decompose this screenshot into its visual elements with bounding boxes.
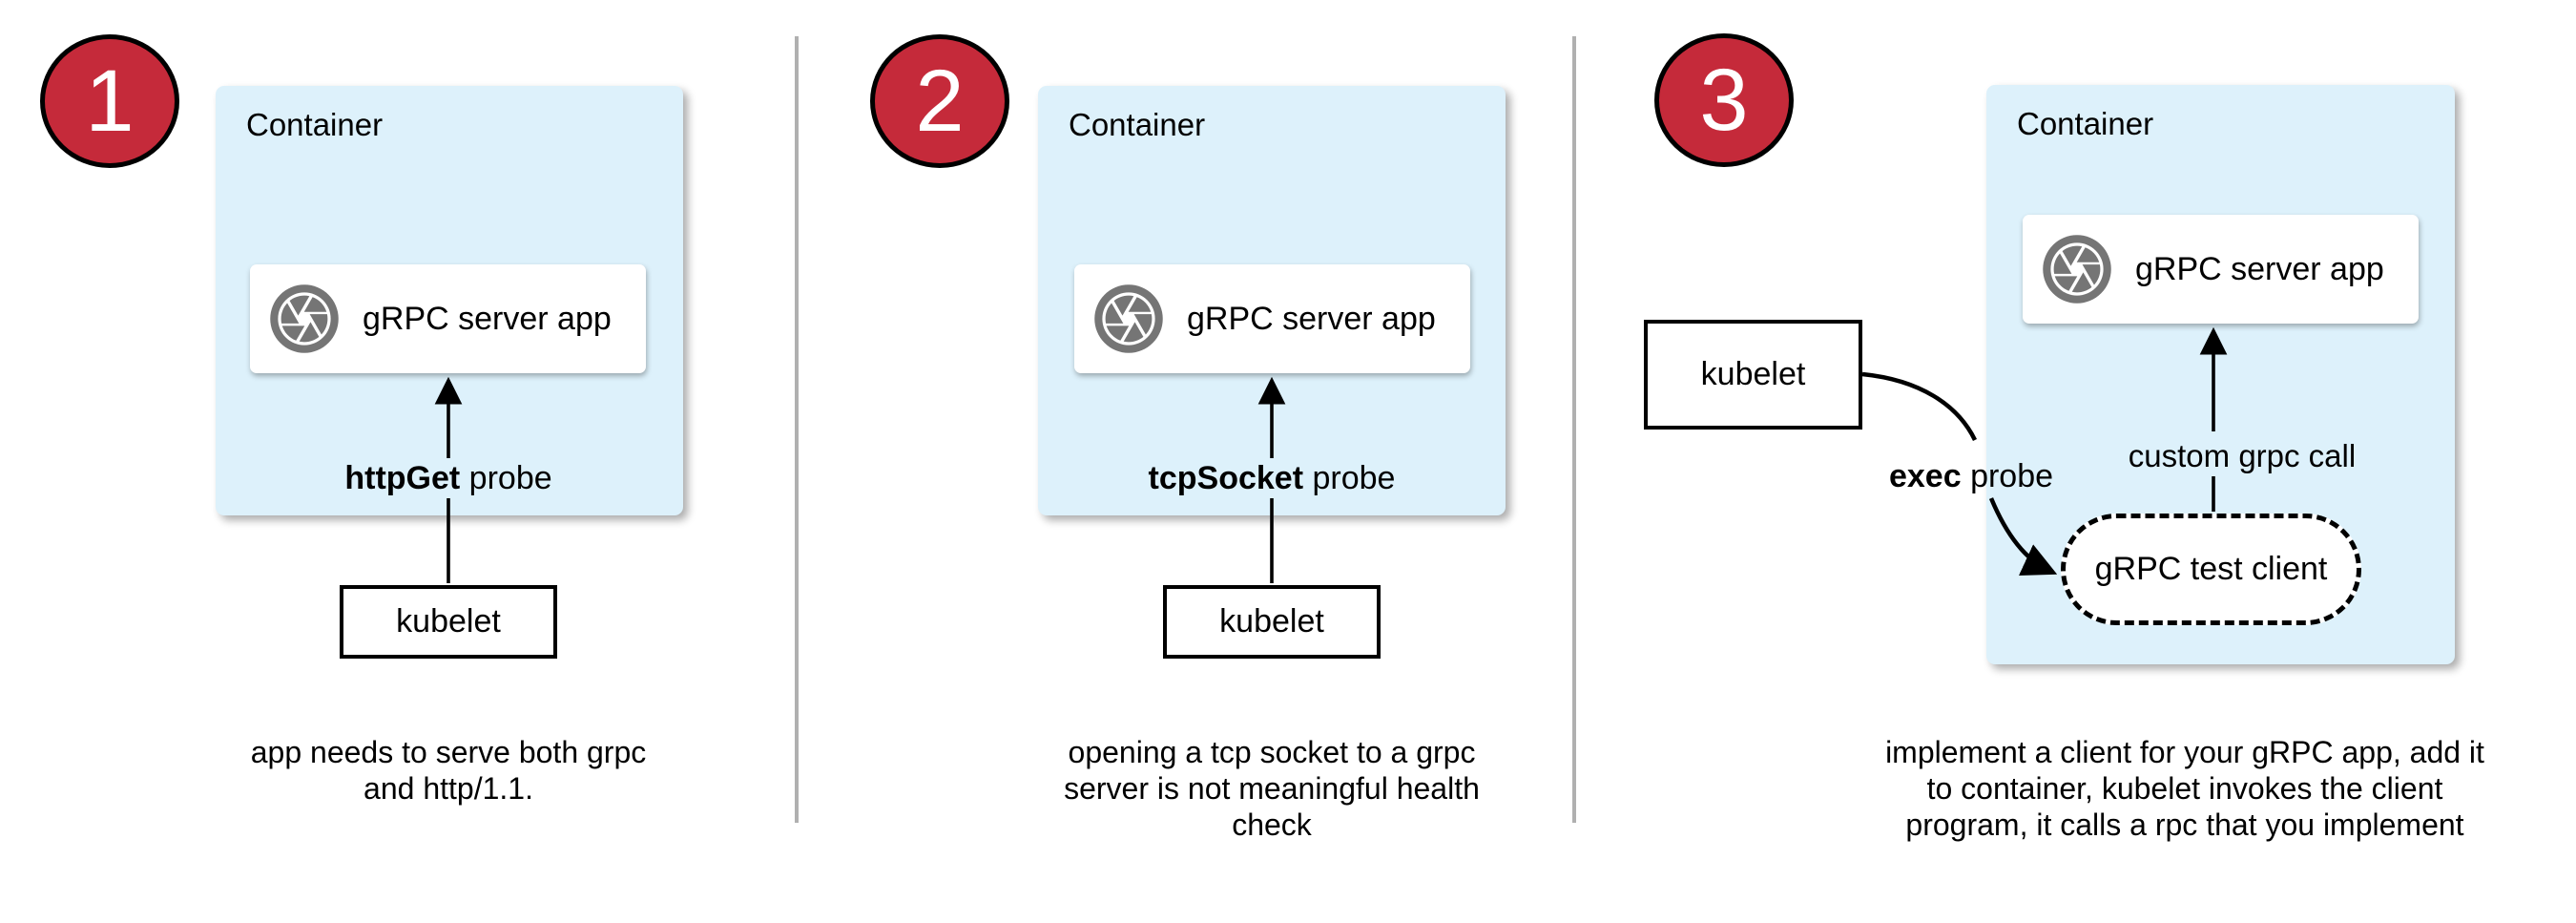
caption-line: and http/1.1.	[364, 771, 533, 806]
caption-3: implement a client for your gRPC app, ad…	[1885, 734, 2484, 843]
step-number: 3	[1699, 52, 1749, 149]
grpc-server-app-node-1: gRPC server app	[250, 264, 646, 373]
step-number: 1	[85, 52, 135, 150]
caption-line: check	[1232, 808, 1312, 842]
grpc-server-app-node-2: gRPC server app	[1074, 264, 1470, 373]
caption-line: opening a tcp socket to a grpc	[1068, 735, 1476, 769]
kubelet-box-1: kubelet	[340, 585, 557, 659]
caption-2: opening a tcp socket to a grpc server is…	[1064, 734, 1480, 843]
caption-line: implement a client for your gRPC app, ad…	[1885, 735, 2484, 769]
probe-kind: httpGet	[344, 460, 461, 496]
tcpsocket-probe-label: tcpSocket probe	[1149, 460, 1396, 497]
caption-line: app needs to serve both grpc	[250, 735, 647, 769]
step-badge-2: 2	[870, 34, 1009, 168]
grpc-aperture-icon	[2043, 235, 2111, 304]
grpc-aperture-icon	[270, 284, 339, 353]
caption-line: to container, kubelet invokes the client	[1926, 771, 2443, 806]
httpget-probe-label: httpGet probe	[344, 460, 551, 497]
caption-line: server is not meaningful health	[1064, 771, 1480, 806]
probe-word: probe	[1303, 460, 1396, 496]
step-badge-1: 1	[40, 34, 179, 168]
panel-divider-2	[1572, 36, 1576, 823]
exec-probe-label: exec probe	[1889, 458, 2053, 495]
caption-line: program, it calls a rpc that you impleme…	[1905, 808, 2464, 842]
container-label-1: Container	[246, 107, 384, 142]
grpc-test-client-node: gRPC test client	[2061, 514, 2361, 625]
probe-kind: tcpSocket	[1148, 460, 1304, 496]
caption-1: app needs to serve both grpc and http/1.…	[251, 734, 647, 807]
kubelet-box-3: kubelet	[1644, 320, 1862, 430]
step-badge-3: 3	[1654, 33, 1794, 167]
grpc-server-app-label: gRPC server app	[363, 300, 612, 337]
kubelet-box-2: kubelet	[1163, 585, 1381, 659]
grpc-server-app-label: gRPC server app	[2135, 250, 2384, 287]
container-label-2: Container	[1069, 107, 1206, 142]
grpc-aperture-icon	[1094, 284, 1163, 353]
probe-kind: exec	[1888, 458, 1962, 494]
probe-word: probe	[1961, 458, 2054, 494]
kubelet-label: kubelet	[1219, 603, 1324, 640]
grpc-server-app-node-3: gRPC server app	[2023, 215, 2419, 324]
grpc-server-app-label: gRPC server app	[1187, 300, 1436, 337]
panel-divider-1	[795, 36, 799, 823]
container-label-3: Container	[2017, 106, 2154, 141]
step-number: 2	[915, 52, 965, 150]
custom-grpc-call-label: custom grpc call	[2128, 438, 2357, 473]
kubelet-label: kubelet	[396, 603, 501, 640]
kubelet-label: kubelet	[1700, 356, 1806, 392]
grpc-test-client-label: gRPC test client	[2094, 551, 2328, 587]
probe-word: probe	[460, 460, 552, 496]
exec-probe-arrow-upper	[1861, 371, 1978, 441]
